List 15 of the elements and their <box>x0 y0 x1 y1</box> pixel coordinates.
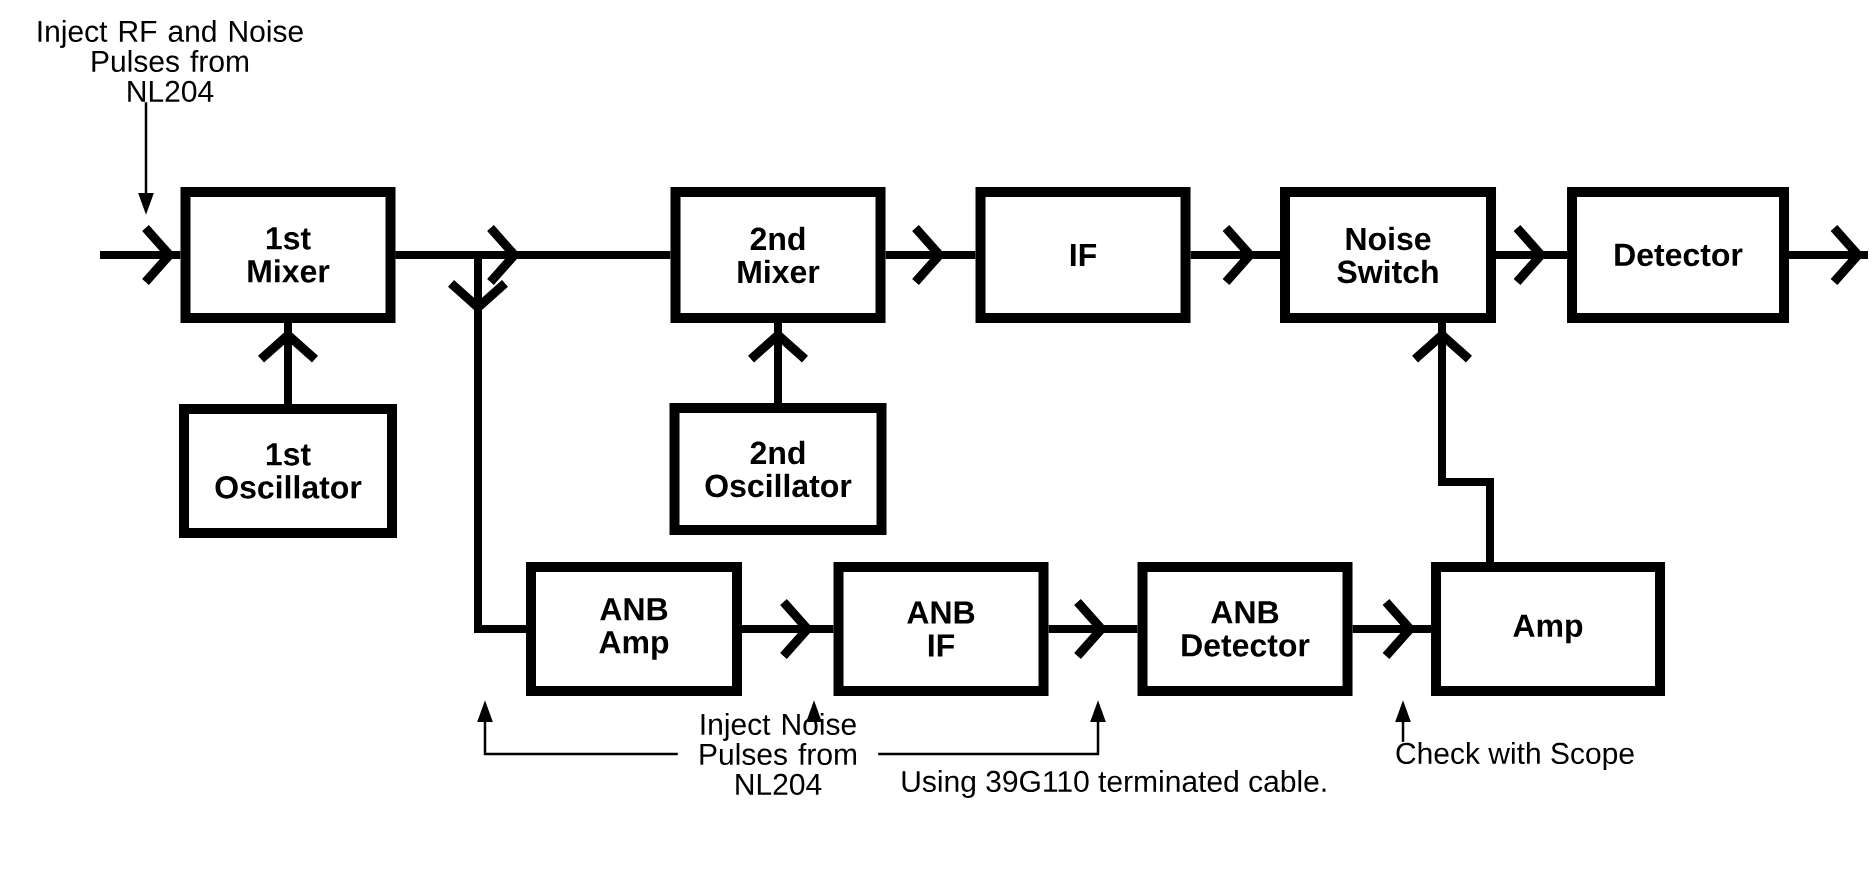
note-text: Using 39G110 terminated cable. <box>902 770 1326 798</box>
block-box: 2nd Mixer <box>670 187 886 323</box>
block-box: Noise Switch <box>1280 187 1496 323</box>
block-box: Amp <box>1431 562 1665 696</box>
block-box: Detector <box>1567 187 1789 323</box>
block-box: 2nd Oscillator <box>669 403 887 535</box>
block-box: ANB IF <box>833 562 1049 696</box>
block-box: 1st Mixer <box>180 187 396 323</box>
block-box: IF <box>975 187 1191 323</box>
block-box: ANB Detector <box>1137 562 1353 696</box>
block-box: ANB Amp <box>526 562 742 696</box>
block-box: 1st Oscillator <box>179 404 397 538</box>
note-text: Check with Scope <box>1396 742 1634 770</box>
note-text: Inject RF and Noise Pulses from NL204 <box>38 20 303 102</box>
note-text: Inject Noise Pulses from NL204 <box>700 713 857 796</box>
